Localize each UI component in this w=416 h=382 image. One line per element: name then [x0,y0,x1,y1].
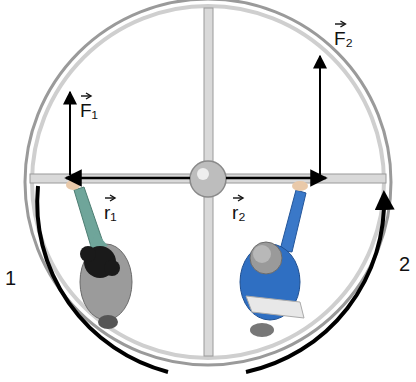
person-left [66,180,132,329]
hub-highlight [197,168,209,180]
vector-arrow [104,194,118,202]
r2-vector [226,177,326,180]
force-label: F₁ [80,92,98,120]
platform-rim [25,0,391,365]
vector-arrow-head [110,195,115,201]
vector-arrow [334,20,348,28]
callout-number: 1 [5,268,16,288]
vector-arrow-shaft [335,23,344,24]
radius-label: r₂ [232,194,246,222]
hub [190,161,226,197]
r1-vector [66,177,190,180]
callout-number: 2 [399,254,410,274]
radius-label: r₁ [104,194,117,222]
vector-arrow-shaft [81,95,90,96]
f2-vector [319,56,321,175]
vector-arrow-shaft [105,197,114,198]
vector-arrow [232,194,246,202]
arc-2 [246,194,384,372]
force-label: F₂ [334,20,353,48]
vector-arrow-shaft [233,197,242,198]
vector-arrow-head [86,93,91,99]
person-right [240,181,308,337]
f1-vector [69,92,71,175]
vector-arrow-head [238,195,243,201]
vector-arrow-head [340,21,345,27]
arc-1 [37,186,168,372]
vector-arrow [80,92,94,100]
